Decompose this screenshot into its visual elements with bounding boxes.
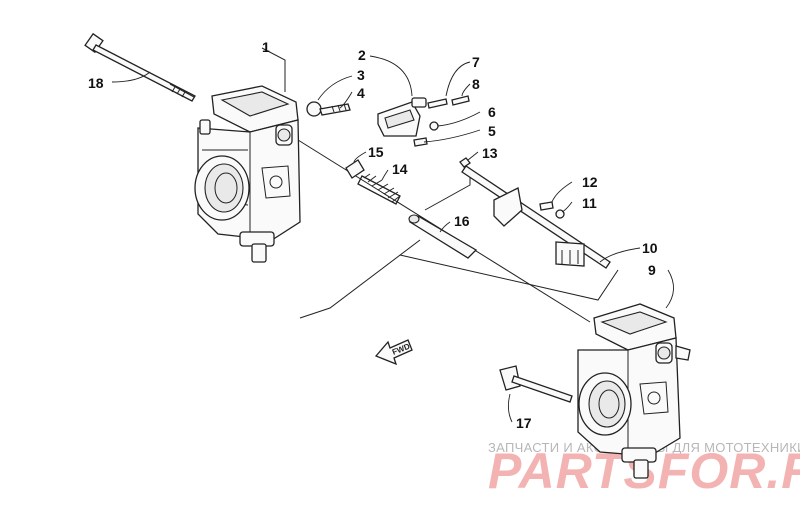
- leader-lines: [111, 55, 674, 423]
- callout-15: 15: [368, 144, 384, 160]
- connector-tube: [408, 214, 478, 259]
- callout-10: 10: [642, 240, 658, 256]
- fuel-fitting: [499, 365, 573, 403]
- callout-5: 5: [488, 123, 496, 139]
- callout-14: 14: [392, 161, 408, 177]
- callout-1: 1: [262, 39, 270, 55]
- callout-numbers: 1 2 3 4 5 6 7 8 9 10 11 12 13 14 15 16 1…: [88, 39, 658, 431]
- callout-11: 11: [582, 195, 597, 211]
- callout-17: 17: [516, 415, 532, 431]
- callout-12: 12: [582, 174, 598, 190]
- long-stud-bolt: [84, 32, 196, 102]
- callout-8: 8: [472, 76, 480, 92]
- sleeve-and-spring: [345, 159, 401, 205]
- callout-16: 16: [454, 213, 470, 229]
- assembly-lines: [261, 47, 619, 323]
- forward-direction-arrow: FWD: [374, 339, 413, 366]
- callout-2: 2: [358, 47, 366, 63]
- throttle-shaft-group: [459, 157, 611, 269]
- carburetor-body-upper: [194, 85, 301, 263]
- callout-9: 9: [648, 262, 656, 278]
- callout-13: 13: [482, 145, 498, 161]
- callout-4: 4: [357, 85, 365, 101]
- callout-3: 3: [357, 67, 365, 83]
- callout-7: 7: [472, 54, 480, 70]
- throttle-linkage-group: [306, 95, 470, 147]
- callout-6: 6: [488, 104, 496, 120]
- callout-18: 18: [88, 75, 104, 91]
- carburetor-body-lower: [577, 303, 691, 479]
